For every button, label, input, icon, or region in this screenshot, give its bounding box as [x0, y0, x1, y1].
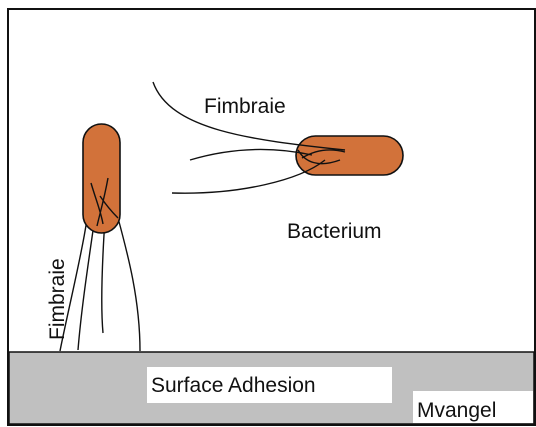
credit-label: Mvangel	[417, 399, 496, 422]
surface-label: Surface Adhesion	[151, 374, 316, 397]
fimbriae-label-top: Fimbraie	[204, 95, 286, 118]
fimbriae-label-side: Fimbraie	[46, 258, 69, 340]
bacterium-label: Bacterium	[287, 220, 382, 243]
